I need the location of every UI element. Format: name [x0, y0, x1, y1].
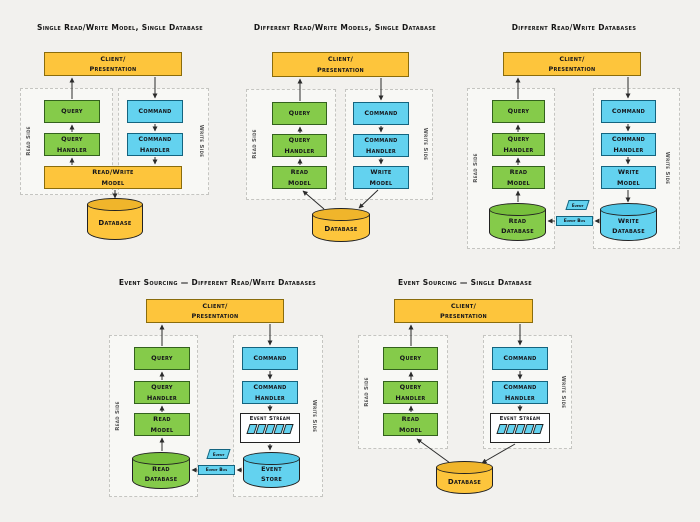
event-parallelogram: Event — [565, 200, 590, 210]
command-box: Command — [242, 347, 298, 370]
client-presentation-box: Client/Presentation — [44, 52, 182, 76]
read-side-label: Read Side — [26, 126, 32, 156]
cylinder-top — [87, 198, 143, 211]
database-label: Database — [324, 225, 358, 234]
diagram-title: Different Read/Write Models, Single Data… — [253, 23, 437, 32]
cylinder-top — [436, 461, 493, 474]
diagram-diff-models-single-db: Different Read/Write Models, Single Data… — [240, 18, 450, 263]
diagram-diff-rw-databases: Different Read/Write Databases Read Side… — [460, 18, 688, 268]
cylinder-top — [243, 452, 300, 465]
cylinder-top — [489, 203, 546, 216]
event-stream-cells — [245, 424, 295, 434]
query-box: Query — [383, 347, 438, 370]
client-presentation-box: Client/Presentation — [394, 299, 533, 323]
event-bus-label: Event Bus — [563, 218, 586, 224]
read-side-label: Read Side — [115, 401, 121, 431]
event-label: Event — [571, 202, 584, 208]
event-bus-box: Event Bus — [198, 465, 235, 475]
event-stream-label: Event Stream — [499, 416, 541, 422]
event-parallelogram: Event — [206, 449, 231, 459]
client-presentation-box: Client/Presentation — [272, 52, 409, 77]
event-label: Event — [212, 451, 225, 457]
query-box: Query — [272, 102, 327, 125]
database-label: Database — [447, 477, 482, 486]
diagram-title: Single Read/Write Model, Single Database — [36, 23, 204, 32]
write-side-label: Write Side — [198, 124, 204, 158]
command-box: Command — [127, 100, 183, 123]
query-box: Query — [44, 100, 100, 123]
read-side-label: Read Side — [473, 153, 479, 183]
cylinder-top — [312, 208, 370, 221]
diagram-title: Event Sourcing — Single Database — [398, 278, 532, 287]
cylinder-top — [600, 203, 657, 216]
write-side-label: Write Side — [311, 399, 317, 433]
diagram-single-rw-model-single-db: Single Read/Write Model, Single Database… — [15, 18, 225, 263]
event-bus-label: Event Bus — [205, 467, 228, 473]
event-stream-cells — [495, 424, 545, 434]
command-box: Command — [601, 100, 656, 123]
command-box: Command — [353, 102, 409, 125]
query-box: Query — [492, 100, 545, 123]
event-stream-box: Event Stream — [490, 413, 550, 443]
diagram-title: Event Sourcing — Different Read/Write Da… — [118, 278, 317, 287]
write-side-label: Write Side — [664, 151, 670, 185]
event-bus-box: Event Bus — [556, 216, 593, 226]
cylinder-top — [132, 452, 190, 465]
command-box: Command — [492, 347, 548, 370]
database-cylinder: Database — [312, 208, 370, 242]
diagram-event-sourcing-single-db: Event Sourcing — Single Database Read Si… — [350, 275, 580, 517]
client-presentation-box: Client/Presentation — [503, 52, 641, 76]
diagram-event-sourcing-diff-dbs: Event Sourcing — Different Read/Write Da… — [100, 275, 335, 517]
client-presentation-box: Client/Presentation — [146, 299, 284, 323]
read-side-label: Read Side — [364, 377, 370, 407]
write-side-label: Write Side — [560, 375, 566, 409]
query-box: Query — [134, 347, 190, 370]
database-label: Database — [98, 219, 132, 228]
event-stream-box: Event Stream — [240, 413, 300, 443]
write-side-label: Write Side — [422, 127, 428, 161]
read-side-label: Read Side — [252, 129, 258, 159]
database-cylinder: Database — [87, 198, 143, 240]
database-cylinder: Database — [436, 461, 493, 494]
diagram-title: Different Read/Write Databases — [511, 23, 637, 32]
event-stream-label: Event Stream — [249, 416, 291, 422]
